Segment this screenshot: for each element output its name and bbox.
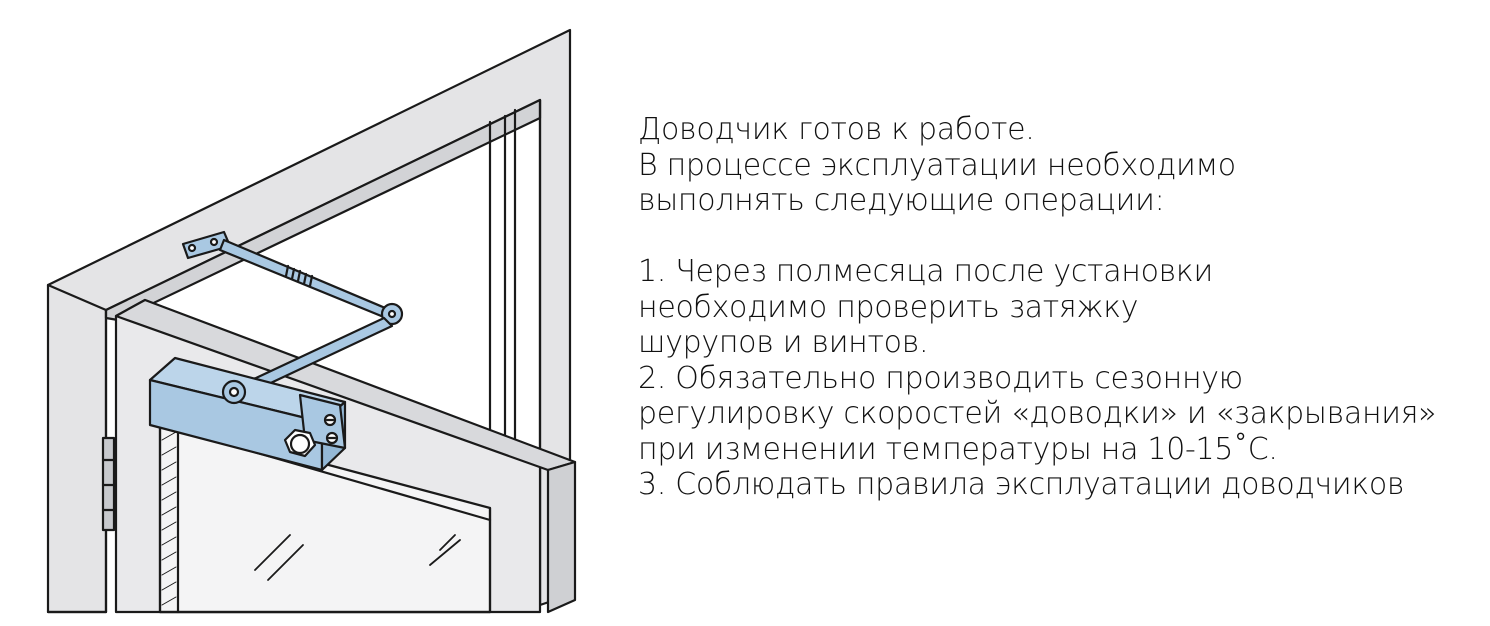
door-hatching bbox=[161, 431, 177, 606]
step-1-line: 1. Через полмесяца после установки bbox=[638, 254, 1213, 289]
step-1-line: необходимо проверить затяжку bbox=[638, 289, 1139, 325]
step-2-line: регулировку скоростей «доводки» и «закры… bbox=[638, 396, 1437, 431]
intro-line: В процессе эксплуатации необходимо bbox=[638, 147, 1236, 183]
step-2-line: при изменении температуры на 10-15˚С. bbox=[638, 431, 1278, 467]
step-2-line: 2. Обязательно производить сезонную bbox=[638, 360, 1243, 396]
hinge-icon bbox=[101, 436, 116, 532]
intro-line: выполнять следующие операции: bbox=[638, 183, 1165, 218]
intro-title: Доводчик готов к работе. bbox=[638, 112, 1035, 147]
glass-reflection bbox=[254, 534, 461, 581]
door-closer-illustration bbox=[46, 28, 577, 614]
step-1-line: шурупов и винтов. bbox=[638, 325, 929, 360]
step-3-line: 3. Соблюдать правила эксплуатации доводч… bbox=[638, 467, 1405, 502]
closer-body bbox=[148, 356, 347, 472]
instructions-text: Доводчик готов к работе. В процессе эксп… bbox=[638, 112, 1478, 503]
